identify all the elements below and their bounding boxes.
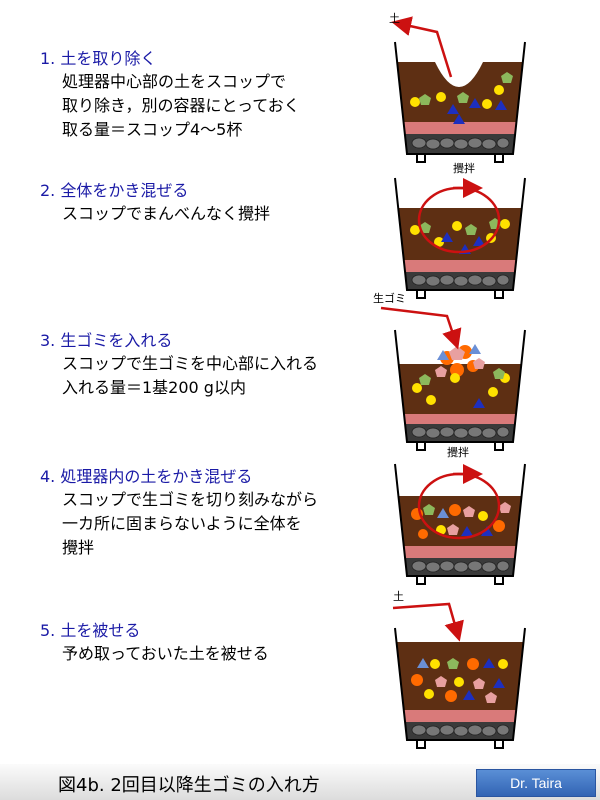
- step-title: 4. 処理器内の土をかき混ぜる: [40, 467, 253, 486]
- step-line: 処理器中心部の土をスコップで: [62, 72, 287, 91]
- step-line: 取り除き，別の容器にとっておく: [62, 96, 300, 115]
- step-3: 3. 生ゴミを入れる スコップで生ゴミを中心部に入れる 入れる量＝1基200 g…: [40, 330, 370, 400]
- diagram-step-2: 攪拌: [394, 161, 526, 299]
- step-title: 5. 土を被せる: [40, 621, 141, 640]
- author-badge: Dr. Taira: [476, 769, 596, 797]
- stir-label: 攪拌: [447, 445, 469, 459]
- step-line: スコップでまんべんなく攪拌: [62, 204, 271, 223]
- step-title: 1. 土を取り除く: [40, 49, 157, 68]
- food-waste-label: 生ゴミ: [373, 291, 406, 305]
- step-line: スコップで生ゴミを切り刻みながら: [62, 490, 319, 509]
- step-description: スコップで生ゴミを切り刻みながら 一カ所に固まらないように全体を 攪拌: [40, 488, 370, 560]
- step-line: 入れる量＝1基200 g以内: [62, 378, 246, 397]
- diagram-step-1: 土: [389, 12, 526, 163]
- step-description: スコップでまんべんなく攪拌: [40, 202, 370, 226]
- soil-label: 土: [393, 590, 404, 603]
- step-line: 予め取っておいた土を被せる: [62, 644, 269, 663]
- step-2: 2. 全体をかき混ぜる スコップでまんべんなく攪拌: [40, 180, 370, 226]
- step-description: 処理器中心部の土をスコップで 取り除き，別の容器にとっておく 取る量＝スコップ4…: [40, 70, 370, 142]
- step-5: 5. 土を被せる 予め取っておいた土を被せる: [40, 620, 370, 666]
- diagram-step-4: 攪拌: [394, 445, 526, 585]
- step-line: 一カ所に固まらないように全体を: [62, 514, 302, 533]
- step-1: 1. 土を取り除く 処理器中心部の土をスコップで 取り除き，別の容器にとっておく…: [40, 48, 370, 142]
- figure-caption: 図4b. 2回目以降生ゴミの入れ方: [58, 775, 320, 796]
- step-line: 攪拌: [62, 538, 95, 557]
- diagram-step-5: 土: [392, 590, 526, 749]
- soil-label: 土: [389, 12, 400, 25]
- step-title: 3. 生ゴミを入れる: [40, 331, 173, 350]
- footer-bar: 図4b. 2回目以降生ゴミの入れ方 Dr. Taira: [0, 764, 600, 800]
- step-line: スコップで生ゴミを中心部に入れる: [62, 354, 319, 373]
- diagram-step-3: 生ゴミ: [373, 291, 526, 451]
- step-line: 取る量＝スコップ4〜5杯: [62, 120, 243, 139]
- step-description: スコップで生ゴミを中心部に入れる 入れる量＝1基200 g以内: [40, 352, 370, 400]
- step-title: 2. 全体をかき混ぜる: [40, 181, 189, 200]
- step-4: 4. 処理器内の土をかき混ぜる スコップで生ゴミを切り刻みながら 一カ所に固まら…: [40, 466, 370, 560]
- composter-diagrams: 土 攪拌: [373, 12, 526, 749]
- stir-label: 攪拌: [453, 161, 475, 175]
- step-description: 予め取っておいた土を被せる: [40, 642, 370, 666]
